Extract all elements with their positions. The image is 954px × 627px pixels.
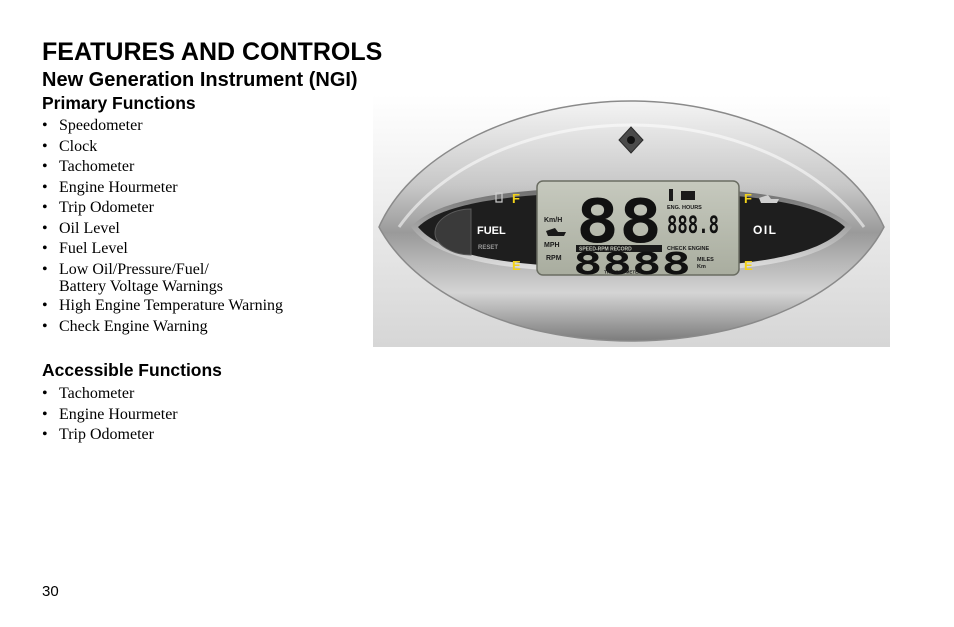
oil-label: OIL: [753, 223, 778, 237]
accessible-functions-list: • Tachometer • Engine Hourmeter • Trip Odom…: [42, 384, 178, 446]
battery-icon: [681, 191, 695, 200]
list-item: • High Engine Temperature Warning: [42, 296, 283, 317]
bullet-icon: •: [42, 219, 48, 237]
oil-empty-label: E: [744, 258, 753, 273]
check-engine-label: CHECK ENGINE: [667, 246, 710, 252]
page-number: 30: [42, 583, 59, 600]
hour-digits: 888.8: [667, 211, 719, 239]
list-item-label: Oil Level: [59, 219, 120, 237]
bullet-icon: •: [42, 385, 48, 402]
oil-can-icon: [546, 228, 566, 236]
list-item-label: Speedometer: [59, 117, 143, 134]
fuel-empty-label: E: [512, 258, 521, 273]
instrument-cluster-graphic: F FUEL RESET E Km/H MPH 88 ENG. HOURS 88…: [373, 95, 890, 347]
list-item-label: Tachometer: [59, 385, 135, 402]
speed-rpm-record-label: SPEED-RPM RECORD: [579, 247, 632, 253]
list-item: • Engine Hourmeter: [42, 178, 283, 199]
km-label: Km: [697, 264, 706, 270]
section-title: FEATURES AND CONTROLS: [42, 38, 383, 66]
list-item-label: Trip Odometer: [59, 199, 154, 216]
list-item: • Trip Odometer: [42, 425, 178, 446]
fuel-full-label: F: [512, 191, 520, 206]
primary-functions-heading: Primary Functions: [42, 93, 196, 113]
list-item-label: Engine Hourmeter: [59, 178, 178, 196]
list-item-label: Low Oil/Pressure/Fuel/: [59, 260, 209, 278]
bullet-icon: •: [42, 117, 48, 134]
fuel-label: FUEL: [477, 225, 506, 237]
ngi-instrument-illustration: F FUEL RESET E Km/H MPH 88 ENG. HOURS 88…: [373, 95, 890, 347]
list-item: • Engine Hourmeter: [42, 405, 178, 426]
bullet-icon: •: [42, 199, 48, 216]
oil-full-label: F: [744, 191, 752, 206]
oil-can-icon: [759, 195, 779, 203]
bullet-icon: •: [42, 317, 48, 335]
trip-odometer-label: TRIP ODOMETER: [604, 270, 642, 275]
list-item-label: Check Engine Warning: [59, 317, 208, 335]
list-item-label: Clock: [59, 137, 98, 155]
mph-label: MPH: [544, 242, 560, 249]
bullet-icon: •: [42, 260, 48, 278]
list-item: • Tachometer: [42, 157, 283, 178]
list-item-label: Fuel Level: [59, 240, 128, 257]
bullet-icon: •: [42, 158, 48, 175]
fuel-pump-icon: [495, 192, 503, 203]
bullet-icon: •: [42, 297, 48, 314]
list-item: • Trip Odometer: [42, 198, 283, 219]
accessible-functions-heading: Accessible Functions: [42, 360, 222, 380]
top-diamond-button: [618, 126, 644, 154]
bullet-icon: •: [42, 405, 48, 423]
list-item: • Fuel Level: [42, 239, 283, 260]
list-item-label: Trip Odometer: [59, 426, 154, 443]
bullet-icon: •: [42, 240, 48, 257]
list-item: • Clock: [42, 137, 283, 158]
subsection-title: New Generation Instrument (NGI): [42, 69, 358, 91]
reset-label: RESET: [478, 245, 498, 251]
list-item: • Check Engine Warning: [42, 317, 283, 338]
kmh-label: Km/H: [544, 217, 562, 224]
list-item: • Tachometer: [42, 384, 178, 405]
bullet-icon: •: [42, 137, 48, 155]
list-item-continuation: Battery Voltage Warnings: [59, 278, 224, 295]
list-item: • Oil Level: [42, 219, 283, 240]
miles-label: MILES: [697, 257, 714, 263]
list-item-label: Tachometer: [59, 158, 135, 175]
list-item-label: High Engine Temperature Warning: [59, 297, 284, 314]
list-item: • Speedometer: [42, 116, 283, 137]
lcd-display: Km/H MPH 88 ENG. HOURS 888.8 SPEED-RPM R…: [536, 180, 740, 282]
primary-functions-list: • Speedometer • Clock • Tachometer • Engine …: [42, 116, 283, 337]
bullet-icon: •: [42, 178, 48, 196]
temperature-icon: [669, 189, 673, 201]
eng-hours-label: ENG. HOURS: [667, 205, 702, 211]
list-item: • Low Oil/Pressure/Fuel/Battery Voltage W…: [42, 260, 283, 297]
odometer-digits: 8888: [573, 247, 691, 282]
bullet-icon: •: [42, 426, 48, 443]
rpm-label: RPM: [546, 255, 562, 262]
list-item-label: Engine Hourmeter: [59, 405, 178, 423]
